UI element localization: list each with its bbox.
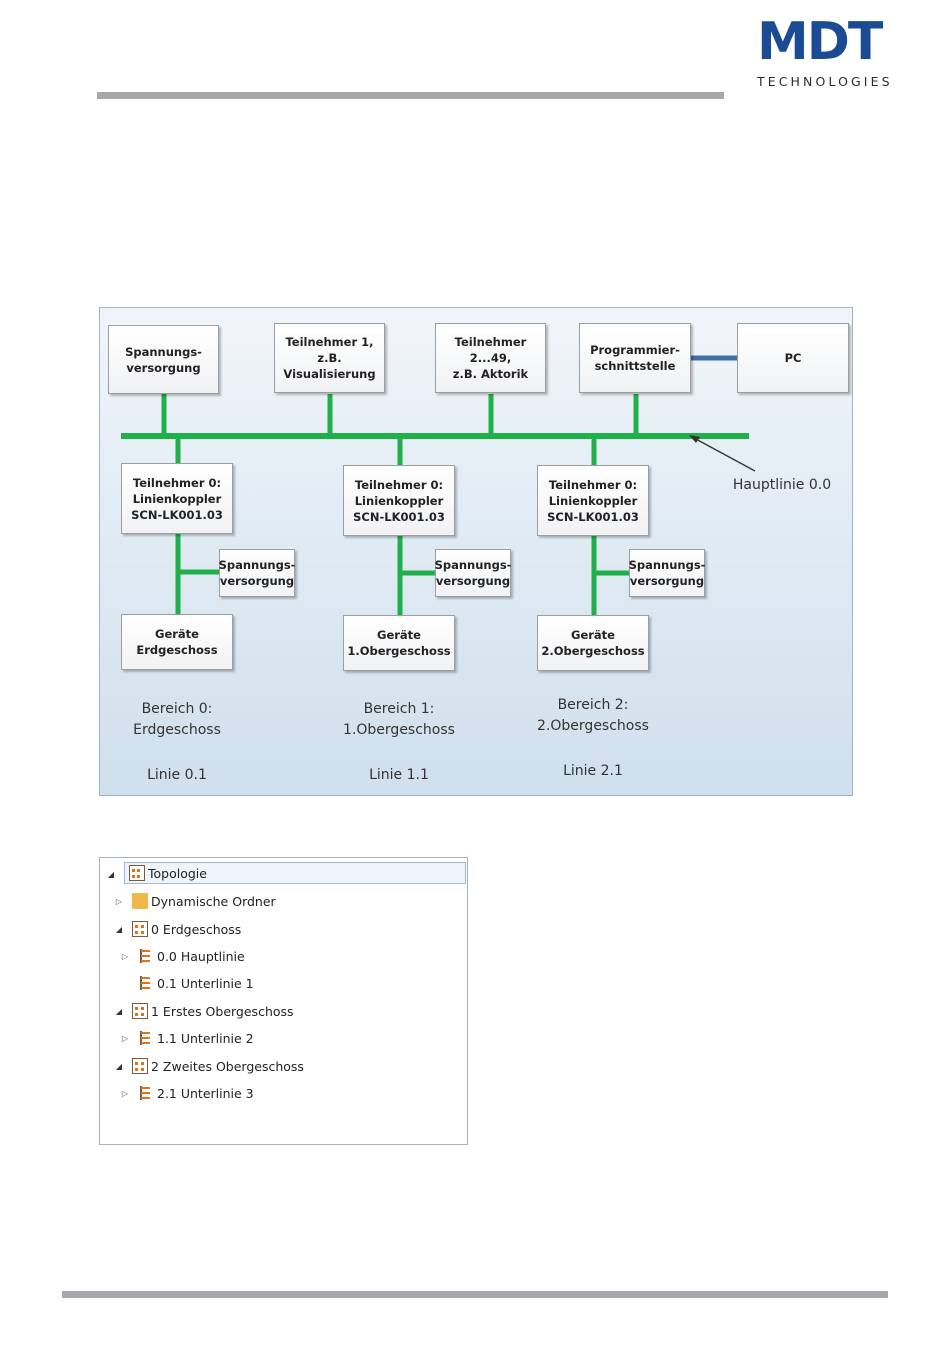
- line-2-1-label: Linie 2.1: [563, 763, 623, 779]
- expanded-arrow-icon[interactable]: ◢: [115, 1061, 123, 1071]
- line-icon: [138, 948, 154, 964]
- area-1-power-box: Spannungs- versorgung: [435, 549, 511, 597]
- tree-item-topology[interactable]: Topologie: [124, 862, 466, 884]
- line-0-1-label: Linie 0.1: [147, 767, 207, 783]
- collapsed-arrow-icon[interactable]: ▷: [115, 896, 123, 906]
- pc-box: PC: [737, 323, 849, 393]
- programming-interface-box: Programmier- schnittstelle: [579, 323, 691, 393]
- footer-rule: [62, 1291, 888, 1298]
- area-2-label: Bereich 2: 2.Obergeschoss: [537, 697, 649, 734]
- line-coupler-box-1: Teilnehmer 0: Linienkoppler SCN-LK001.03: [343, 465, 455, 536]
- tree-item-label: 0.0 Hauptlinie: [157, 948, 245, 964]
- line-icon: [138, 1030, 154, 1046]
- main-line-label: Hauptlinie 0.0: [732, 477, 832, 493]
- tree-item-line-0-1[interactable]: 0.1 Unterlinie 1: [120, 972, 254, 994]
- tree-item-label: 2 Zweites Obergeschoss: [151, 1058, 304, 1074]
- expanded-arrow-icon[interactable]: ◢: [115, 1006, 123, 1016]
- power-supply-box: Spannungs- versorgung: [108, 325, 219, 394]
- tree-item-area-1[interactable]: ◢ 1 Erstes Obergeschoss: [114, 1000, 294, 1022]
- tree-item-label: Dynamische Ordner: [151, 893, 276, 909]
- participant-1-box: Teilnehmer 1, z.B. Visualisierung: [274, 323, 385, 393]
- line-coupler-box-2: Teilnehmer 0: Linienkoppler SCN-LK001.03: [537, 465, 649, 536]
- line-1-1-label: Linie 1.1: [369, 767, 429, 783]
- diagram-lines: [121, 355, 756, 616]
- line-icon: [138, 1085, 154, 1101]
- tree-item-label: 2.1 Unterlinie 3: [157, 1085, 254, 1101]
- topology-tree-panel: ◢ Topologie ▷ Dynamische Ordner ◢ 0 Erdg…: [99, 857, 468, 1145]
- area-2-power-box: Spannungs- versorgung: [629, 549, 705, 597]
- area-icon: [132, 1003, 148, 1019]
- area-icon: [132, 1058, 148, 1074]
- tree-item-line-1-1[interactable]: ▷ 1.1 Unterlinie 2: [120, 1027, 254, 1049]
- main-line-arrow: [693, 437, 756, 472]
- logo-wordmark: MDT: [757, 12, 883, 72]
- tree-item-label: 0 Erdgeschoss: [151, 921, 242, 937]
- area-icon: [132, 921, 148, 937]
- tree-item-line-0-0[interactable]: ▷ 0.0 Hauptlinie: [120, 945, 245, 967]
- tree-item-area-0[interactable]: ◢ 0 Erdgeschoss: [114, 918, 241, 940]
- topology-icon: [129, 865, 145, 881]
- participant-2-box: Teilnehmer 2...49, z.B. Aktorik: [435, 323, 546, 393]
- header-rule: [97, 92, 724, 99]
- knx-topology-diagram: Spannungs- versorgung Teilnehmer 1, z.B.…: [99, 307, 853, 796]
- area-1-label: Bereich 1: 1.Obergeschoss: [343, 701, 455, 738]
- collapsed-arrow-icon[interactable]: ▷: [121, 1088, 129, 1098]
- expanded-arrow-icon[interactable]: ◢: [107, 869, 115, 879]
- tree-item-label: 1.1 Unterlinie 2: [157, 1030, 254, 1046]
- area-0-label: Bereich 0: Erdgeschoss: [133, 701, 221, 738]
- area-0-power-box: Spannungs- versorgung: [219, 549, 295, 597]
- area-1-devices-box: Geräte 1.Obergeschoss: [343, 615, 455, 671]
- area-2-devices-box: Geräte 2.Obergeschoss: [537, 615, 649, 671]
- dynamic-folder-icon: [132, 893, 148, 909]
- tree-item-topology-expander-row: ◢: [106, 863, 116, 885]
- tree-item-dynamic-folders[interactable]: ▷ Dynamische Ordner: [114, 890, 276, 912]
- expanded-arrow-icon[interactable]: ◢: [115, 924, 123, 934]
- line-coupler-box-0: Teilnehmer 0: Linienkoppler SCN-LK001.03: [121, 463, 233, 534]
- mdt-logo: MDT TECHNOLOGIES: [757, 16, 899, 91]
- tree-item-line-2-1[interactable]: ▷ 2.1 Unterlinie 3: [120, 1082, 254, 1104]
- main-line-arrowhead: [689, 435, 700, 443]
- tree-item-label: Topologie: [148, 865, 207, 881]
- collapsed-arrow-icon[interactable]: ▷: [121, 1033, 129, 1043]
- tree-item-area-2[interactable]: ◢ 2 Zweites Obergeschoss: [114, 1055, 304, 1077]
- collapsed-arrow-icon[interactable]: ▷: [121, 951, 129, 961]
- tree-item-label: 0.1 Unterlinie 1: [157, 975, 254, 991]
- tree-item-label: 1 Erstes Obergeschoss: [151, 1003, 294, 1019]
- area-0-devices-box: Geräte Erdgeschoss: [121, 614, 233, 670]
- logo-subtitle: TECHNOLOGIES: [757, 74, 893, 89]
- line-icon: [138, 975, 154, 991]
